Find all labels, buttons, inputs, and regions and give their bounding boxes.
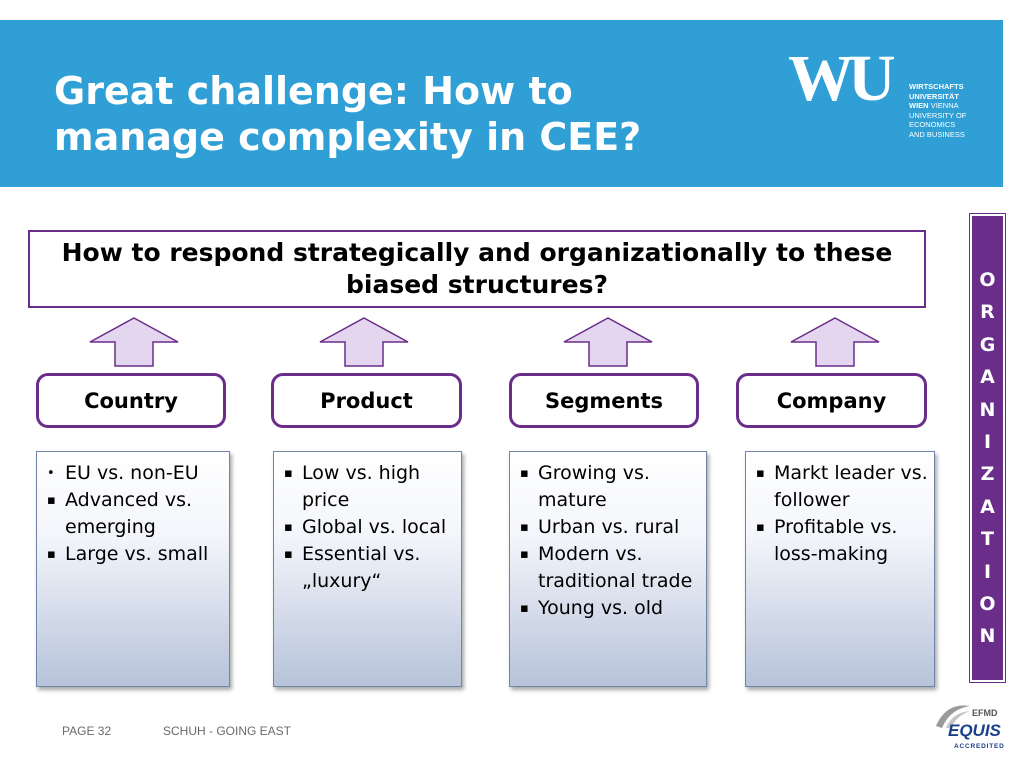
bullet: ▪	[284, 466, 293, 481]
wu-logo-text: WIRTSCHAFTS UNIVERSITÄT WIEN VIENNA UNIV…	[909, 82, 966, 139]
side-letter: O	[979, 593, 996, 616]
list-item: ▪ Growing vs. mature	[518, 460, 700, 514]
side-letter: R	[980, 301, 995, 324]
side-letter: A	[980, 495, 995, 518]
question-text: How to respond strategically and organiz…	[61, 238, 893, 299]
list-item-text: Profitable vs. loss-making	[774, 516, 898, 565]
side-letter: A	[980, 366, 995, 389]
side-letter: O	[979, 269, 996, 291]
question-box: How to respond strategically and organiz…	[28, 230, 926, 308]
side-letter: I	[983, 431, 992, 454]
wu-logo-word: WIEN	[909, 101, 929, 110]
list-item: ▪ Urban vs. rural	[518, 514, 700, 541]
equis-name: EQUIS	[948, 721, 1001, 740]
side-letter: I	[983, 560, 992, 583]
list-item: ▪ Advanced vs. emerging	[45, 487, 223, 541]
country-list: • EU vs. non-EU ▪ Advanced vs. emerging ▪ L…	[45, 460, 223, 568]
list-item-text: Essential vs. „luxury“	[302, 543, 421, 592]
bullet: ▪	[520, 601, 529, 616]
list-item-text: Urban vs. rural	[538, 516, 680, 538]
category-company: Company	[736, 373, 927, 428]
company-panel: ▪ Markt leader vs. follower ▪ Profitable v…	[745, 451, 935, 687]
up-arrow-icon	[89, 317, 179, 367]
side-letter: N	[979, 625, 996, 648]
slide-title-line-1: Great challenge: How to	[54, 69, 573, 113]
list-item: ▪ Modern vs. traditional trade	[518, 541, 700, 595]
list-item-text: EU vs. non-EU	[65, 462, 199, 484]
bullet: ▪	[520, 547, 529, 562]
segments-panel: ▪ Growing vs. mature ▪ Urban vs. rural ▪ Mo…	[509, 451, 707, 687]
list-item-text: Advanced vs. emerging	[65, 489, 193, 538]
bullet: ▪	[47, 547, 56, 562]
side-letter: T	[981, 528, 994, 551]
equis-swoosh-icon	[936, 705, 970, 728]
list-item: ▪ Global vs. local	[282, 514, 455, 541]
bullet: ▪	[47, 493, 56, 508]
organization-letters: O R G A N I Z A T I O N	[972, 264, 1003, 653]
bullet: ▪	[756, 466, 765, 481]
wu-logo-word: VIENNA	[930, 101, 959, 110]
bullet: ▪	[756, 520, 765, 535]
footer-text: SCHUH - GOING EAST	[163, 724, 292, 738]
bullet: •	[47, 466, 55, 481]
category-product: Product	[271, 373, 462, 428]
up-arrow-icon	[563, 317, 653, 367]
equis-accreditation-logo: EFMD EQUIS ACCREDITED	[930, 700, 1010, 755]
wu-logo-line: UNIVERSITÄT	[909, 91, 960, 101]
side-letter: G	[979, 333, 996, 356]
slide-title-line-2: manage complexity in CEE?	[54, 115, 642, 159]
side-letter: Z	[980, 463, 995, 486]
list-item-text: Large vs. small	[65, 543, 209, 565]
bullet: ▪	[284, 547, 293, 562]
category-country: Country	[36, 373, 226, 428]
list-item: ▪ Large vs. small	[45, 541, 223, 568]
wu-logo-line: WIEN VIENNA	[909, 101, 966, 111]
bullet: ▪	[284, 520, 293, 535]
company-list: ▪ Markt leader vs. follower ▪ Profitable v…	[754, 460, 928, 568]
list-item: ▪ Profitable vs. loss-making	[754, 514, 928, 568]
segments-list: ▪ Growing vs. mature ▪ Urban vs. rural ▪ Mo…	[518, 460, 700, 622]
bullet: ▪	[520, 520, 529, 535]
equis-status: ACCREDITED	[954, 743, 1005, 750]
list-item: • EU vs. non-EU	[45, 460, 223, 487]
wu-logo-line: ECONOMICS	[909, 120, 956, 129]
up-arrow-icon	[319, 317, 409, 367]
equis-org: EFMD	[972, 708, 998, 718]
list-item-text: Young vs. old	[538, 597, 664, 619]
list-item-text: Low vs. high price	[302, 462, 421, 511]
side-letter: N	[979, 398, 996, 421]
wu-logo-mark: WU	[788, 42, 896, 115]
wu-logo: WU WIRTSCHAFTS UNIVERSITÄT WIEN VIENNA U…	[788, 44, 988, 160]
wu-logo-line: AND BUSINESS	[909, 129, 965, 139]
list-item-text: Markt leader vs. follower	[774, 462, 928, 511]
list-item: ▪ Essential vs. „luxury“	[282, 541, 455, 595]
wu-logo-line: WIRTSCHAFTS	[909, 82, 964, 91]
slide-title: Great challenge: How to manage complexit…	[54, 68, 754, 160]
wu-logo-line: UNIVERSITY OF	[909, 110, 967, 120]
list-item: ▪ Low vs. high price	[282, 460, 455, 514]
list-item: ▪ Young vs. old	[518, 595, 700, 622]
product-panel: ▪ Low vs. high price ▪ Global vs. local ▪ E…	[273, 451, 462, 687]
product-list: ▪ Low vs. high price ▪ Global vs. local ▪ E…	[282, 460, 455, 595]
list-item-text: Global vs. local	[302, 516, 447, 538]
list-item: ▪ Markt leader vs. follower	[754, 460, 928, 514]
page-number: PAGE 32	[62, 724, 112, 738]
country-panel: • EU vs. non-EU ▪ Advanced vs. emerging ▪ L…	[36, 451, 230, 687]
organization-side-bar: O R G A N I Z A T I O N	[969, 213, 1006, 683]
category-segments: Segments	[509, 373, 699, 428]
up-arrow-icon	[790, 317, 880, 367]
title-banner	[0, 20, 1003, 187]
list-item-text: Modern vs. traditional trade	[538, 543, 693, 592]
bullet: ▪	[520, 466, 529, 481]
list-item-text: Growing vs. mature	[538, 462, 650, 511]
